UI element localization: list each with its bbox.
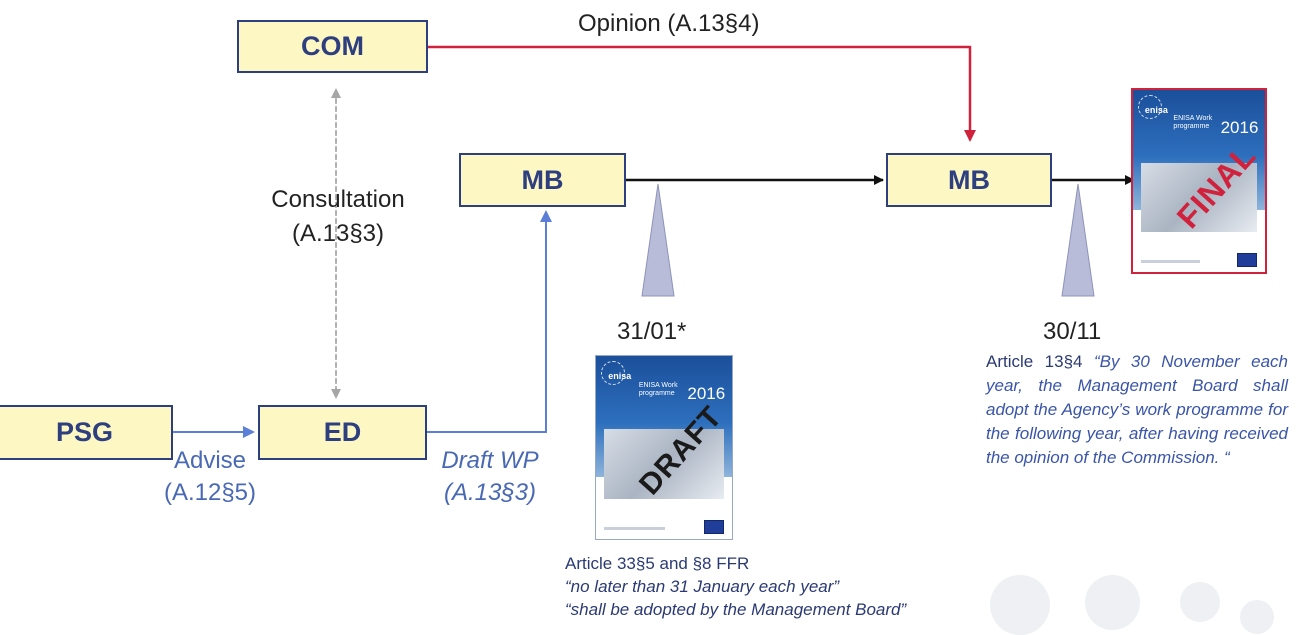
- cover-logo: enisa: [1144, 104, 1168, 115]
- cover-title-line2: programme: [1173, 123, 1210, 131]
- consultation-label-line1: Consultation: [271, 186, 405, 213]
- decorative-circle: [1085, 575, 1140, 630]
- draft-wp-label: Draft WP (A.13§3): [420, 447, 560, 507]
- node-ed: ED: [258, 405, 427, 460]
- cover-year: 2016: [1220, 118, 1259, 138]
- cover-title: ENISA Work programme: [1173, 115, 1212, 131]
- advise-label-line2: (A.12§5): [163, 479, 257, 506]
- opinion-arrow: [428, 45, 976, 142]
- cover-title-line1: ENISA Work: [1173, 115, 1213, 123]
- draft-document-cover: enisa ENISA Work programme 2016 DRAFT: [595, 355, 733, 540]
- decorative-circle: [1240, 600, 1274, 634]
- decorative-circle: [990, 575, 1050, 635]
- draft-note-line1: Article 33§5 and §8 FFR: [565, 554, 750, 573]
- cover-footer-text: [604, 526, 666, 530]
- milestone-marker-draft: [641, 183, 675, 297]
- draft-wp-label-line1: Draft WP: [441, 447, 539, 474]
- logo-ring-icon: [601, 361, 626, 386]
- eu-flag-icon: [1237, 252, 1258, 267]
- cover-logo: enisa: [608, 370, 632, 381]
- cover-title-line1: ENISA Work: [638, 381, 678, 389]
- cover-photo: [1140, 162, 1258, 232]
- final-document-cover: enisa ENISA Work programme 2016 FINAL: [1131, 88, 1267, 274]
- final-note-prefix: Article 13§4: [986, 352, 1094, 371]
- consultation-label: Consultation (A.13§3): [248, 186, 428, 248]
- cover-footer-text: [1140, 259, 1201, 263]
- cover-year: 2016: [687, 384, 726, 404]
- draft-wp-label-line2: (A.13§3): [443, 479, 537, 506]
- cover-photo: [604, 429, 724, 499]
- node-psg: PSG: [0, 405, 173, 460]
- draft-legal-note: Article 33§5 and §8 FFR “no later than 3…: [565, 552, 906, 621]
- draft-wp-arrow: [427, 210, 552, 433]
- node-com: COM: [237, 20, 428, 73]
- milestone-date-final: 30/11: [1043, 318, 1102, 345]
- consultation-label-line2: (A.13§3): [291, 220, 385, 247]
- node-mb-final: MB: [886, 153, 1052, 207]
- draft-note-line2: “no later than 31 January each year”: [565, 577, 840, 596]
- milestone-marker-final: [1061, 183, 1095, 297]
- cover-title: ENISA Work programme: [639, 382, 678, 398]
- advise-label: Advise (A.12§5): [150, 447, 270, 507]
- opinion-label: Opinion (A.13§4): [578, 10, 760, 37]
- advise-label-line1: Advise: [173, 447, 247, 474]
- final-legal-note: Article 13§4 “By 30 November each year, …: [986, 350, 1288, 470]
- cover-title-line2: programme: [638, 389, 675, 397]
- draft-note-line3: “shall be adopted by the Management Boar…: [565, 600, 907, 619]
- eu-flag-icon: [703, 519, 724, 534]
- decorative-circle: [1180, 582, 1220, 622]
- node-mb-draft: MB: [459, 153, 626, 207]
- final-note-quote: “By 30 November each year, the Managemen…: [986, 352, 1288, 467]
- logo-ring-icon: [1138, 95, 1163, 120]
- milestone-date-draft: 31/01*: [617, 318, 687, 345]
